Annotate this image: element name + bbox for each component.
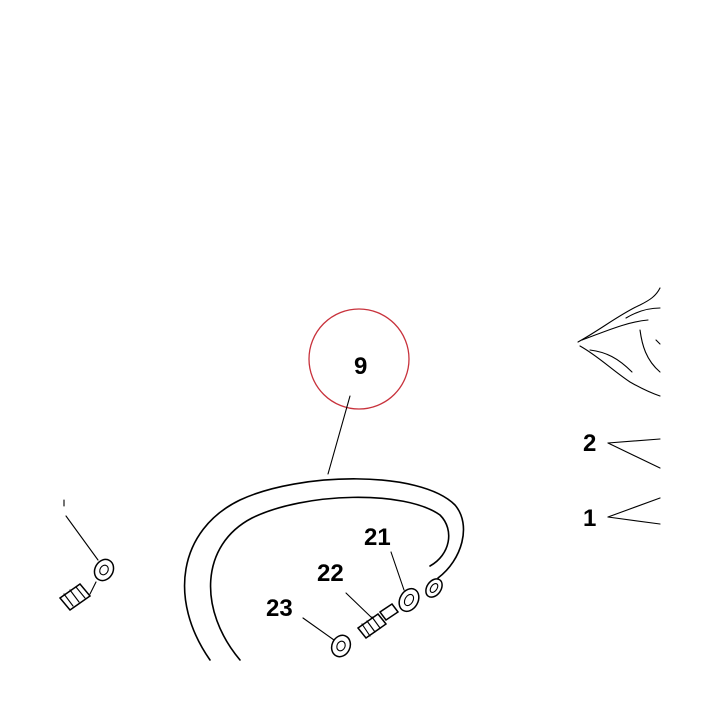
fitting-22-part xyxy=(356,602,400,640)
callout-label-9: 9 xyxy=(354,353,367,380)
hose-part xyxy=(183,478,465,661)
right-partial-component xyxy=(577,287,661,397)
callout-label-2: 2 xyxy=(583,430,596,457)
left-partial-assembly xyxy=(58,499,115,612)
callout-label-1: 1 xyxy=(583,505,596,532)
leader-line-23 xyxy=(302,617,335,641)
highlight-ring xyxy=(308,308,410,410)
leader-lines-right xyxy=(607,438,661,525)
callout-label-22: 22 xyxy=(317,560,344,587)
callout-label-21: 21 xyxy=(364,524,391,551)
washer-23-part xyxy=(330,634,352,658)
leader-line-22 xyxy=(345,592,373,619)
leader-line-9 xyxy=(327,395,351,475)
leader-line-21 xyxy=(390,551,405,591)
callout-label-23: 23 xyxy=(266,595,293,622)
fitting-21-part xyxy=(398,587,420,613)
